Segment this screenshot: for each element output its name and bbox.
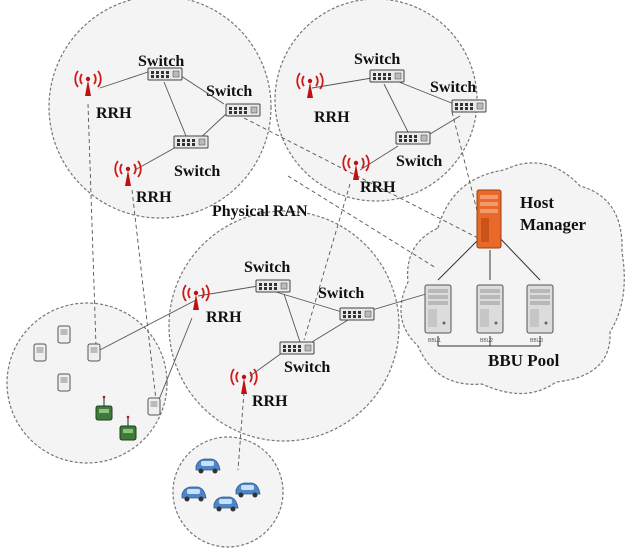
cluster-top-right: [274, 0, 478, 202]
switch-label: Switch: [244, 259, 290, 276]
server-tower-icon: [476, 284, 504, 334]
rrh-label: RRH: [136, 189, 172, 206]
bbu-label-1: BBU1: [428, 338, 441, 344]
host-manager: [476, 189, 502, 249]
switch-label: Switch: [354, 51, 400, 68]
host-manager-label-line2: Manager: [520, 215, 587, 234]
switch-icon: [173, 135, 209, 149]
switch-label: Switch: [318, 285, 364, 302]
iot-device-icon: [87, 343, 101, 362]
iot-device-icon: [33, 343, 47, 362]
cluster-circles: [6, 0, 478, 548]
iot-device-icon: [147, 397, 161, 416]
bbu-pool-label: BBU Pool: [488, 351, 560, 370]
rrh-label: RRH: [314, 109, 350, 126]
bbu-servers: BBU1 BBU2 BBU3: [424, 284, 554, 344]
bbu-label-2: BBU2: [480, 338, 493, 344]
switch-label: Switch: [174, 163, 220, 180]
rrh-label: RRH: [252, 393, 288, 410]
rrh-label: RRH: [206, 309, 242, 326]
switch-label: Switch: [284, 359, 330, 376]
switch-label: Switch: [138, 53, 184, 70]
switch-icon: [395, 131, 431, 145]
switch-icon: [339, 307, 375, 321]
cluster-middle: [168, 210, 400, 442]
iot-device-icon: [57, 325, 71, 344]
switch-label: Switch: [206, 83, 252, 100]
cluster-links: [95, 71, 461, 403]
cluster-top-left: [48, 0, 272, 219]
iot-device-icon: [57, 373, 71, 392]
host-manager-label-line1: Host: [520, 193, 554, 212]
cluster-bottom-left: [6, 302, 168, 464]
rrh-label: RRH: [360, 179, 396, 196]
labels: Switch Switch Switch RRH RRH Switch Swit…: [96, 51, 587, 410]
server-tower-icon: [424, 284, 452, 334]
switch-icon: [255, 279, 291, 293]
switch-label: Switch: [396, 153, 442, 170]
bbu-label-3: BBU3: [530, 338, 543, 344]
switch-label: Switch: [430, 79, 476, 96]
rrh-label: RRH: [96, 105, 132, 122]
physical-ran-label: Physical RAN: [212, 203, 308, 220]
switch-icon: [225, 103, 261, 117]
switch-icon: [279, 341, 315, 355]
switch-icon: [369, 69, 405, 83]
bbu-pool-cloud: [400, 162, 625, 395]
server-tower-icon: [526, 284, 554, 334]
switch-icon: [451, 99, 487, 113]
